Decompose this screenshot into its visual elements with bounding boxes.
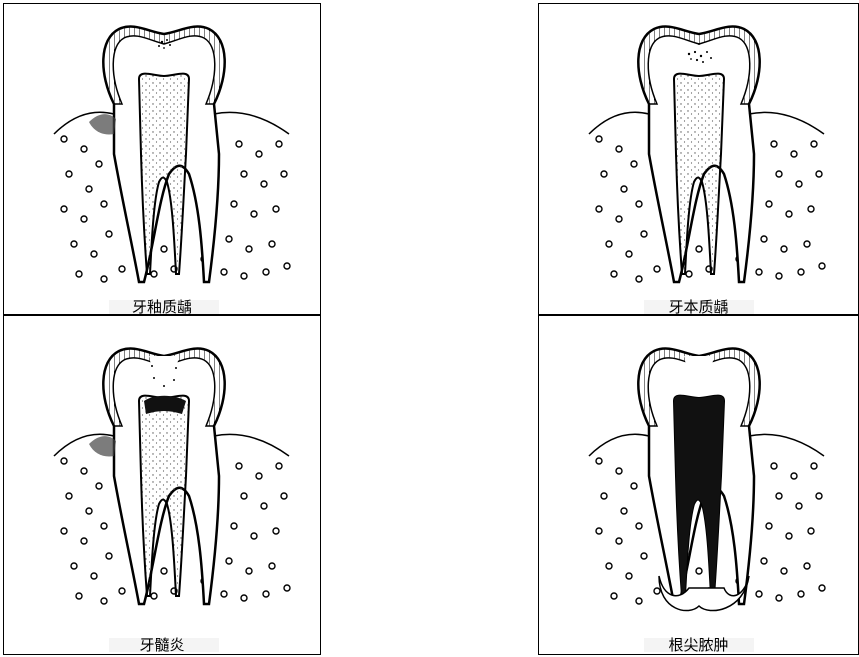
tooth-illustration-enamel-caries <box>4 4 321 315</box>
caption-enamel-caries: 牙釉质龋 <box>4 300 320 315</box>
panel-periapical-abscess: 根尖脓肿 <box>538 315 859 655</box>
caption-dentin-caries: 牙本质龋 <box>539 300 858 315</box>
panel-dentin-caries: 牙本质龋 <box>538 3 859 315</box>
tooth-illustration-dentin-caries <box>539 4 859 315</box>
panel-pulpitis: 牙髓炎 <box>3 315 321 655</box>
panel-enamel-caries: 牙釉质龋 <box>3 3 321 315</box>
caption-pulpitis: 牙髓炎 <box>4 638 320 653</box>
tooth-illustration-pulpitis <box>4 316 321 655</box>
tooth-illustration-periapical-abscess <box>539 316 859 655</box>
caption-periapical-abscess: 根尖脓肿 <box>539 638 858 653</box>
